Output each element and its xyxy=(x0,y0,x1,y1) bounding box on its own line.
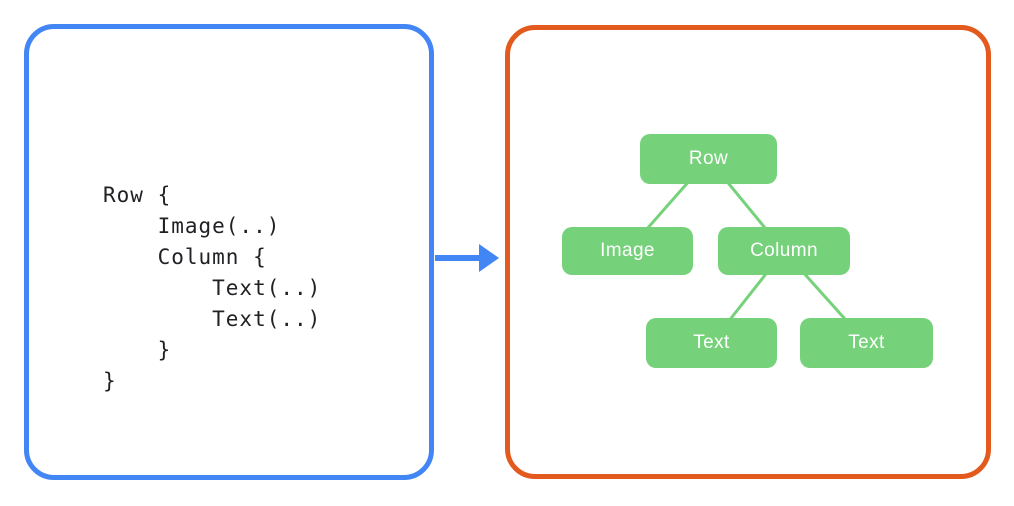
tree-node-text-2: Text xyxy=(800,318,933,368)
tree-node-row: Row xyxy=(640,134,777,184)
arrow-right-icon xyxy=(435,244,499,272)
tree-node-image: Image xyxy=(562,227,693,275)
code-block: Row { Image(..) Column { Text(..) Text(.… xyxy=(103,183,322,393)
code-panel: Row { Image(..) Column { Text(..) Text(.… xyxy=(24,24,434,480)
tree-node-column: Column xyxy=(718,227,850,275)
tree-panel: Row Image Column Text Text xyxy=(505,25,991,479)
tree-node-text-1: Text xyxy=(646,318,777,368)
